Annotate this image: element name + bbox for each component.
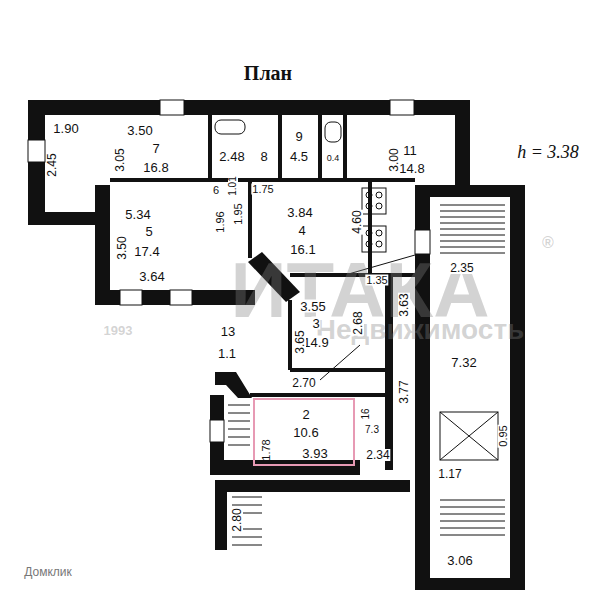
dimension-label: 7: [151, 142, 160, 155]
dimension-label: 1.17: [437, 468, 462, 480]
dimension-label: 7.3: [364, 425, 380, 435]
watermark: Домклик: [24, 566, 72, 578]
walls: [28, 100, 525, 590]
dimension-label: 3.55: [299, 300, 326, 313]
room-label: 3.93: [302, 447, 327, 460]
dimension-label: 7.32: [450, 356, 477, 369]
dimension-label: 13: [220, 325, 236, 338]
dimension-label: 3: [311, 317, 320, 330]
dimension-label: 4.60: [351, 209, 363, 234]
dimension-label: 2.48: [218, 150, 245, 163]
dimension-label: 1.75: [251, 184, 274, 195]
dimension-label: 1.90: [52, 122, 79, 135]
room-label: 10.6: [293, 426, 318, 439]
dimension-label: 9: [294, 130, 303, 143]
watermark: 1993: [104, 324, 133, 337]
room-label: 1.78: [261, 439, 272, 460]
dimension-label: 17.4: [133, 245, 160, 258]
dimension-label: 14.8: [398, 162, 425, 175]
dimension-label: 3.64: [138, 270, 165, 283]
dimension-label: 3.50: [116, 235, 128, 260]
dimension-label: 3.06: [446, 554, 473, 567]
dimension-label: 1.96: [215, 210, 226, 233]
dimension-label: 3.63: [398, 292, 410, 317]
dimension-label: 14.9: [302, 336, 329, 349]
dimension-label: 1.1: [217, 347, 237, 360]
dimension-label: 8: [259, 150, 268, 163]
dimension-label: 4: [297, 224, 306, 237]
dimension-label: 3.65: [294, 329, 306, 354]
dimension-label: 4.5: [289, 150, 309, 163]
watermark: ®: [542, 235, 554, 251]
dimension-label: 2.80: [231, 507, 243, 532]
dimension-label: 1.01: [228, 175, 238, 196]
dimension-label: 2.35: [449, 262, 474, 274]
dimension-label: 3.77: [398, 379, 410, 404]
dimension-label: 2.45: [46, 152, 58, 177]
ceiling-height: h = 3.38: [517, 143, 579, 161]
dimension-label: 5: [144, 225, 153, 238]
dimension-label: 16.1: [289, 243, 316, 256]
dimension-label: 1.35: [365, 275, 388, 286]
watermark: Недвижимость: [316, 316, 525, 344]
dimension-label: 1.95: [233, 202, 244, 225]
dimension-label: 3.50: [126, 124, 153, 137]
dimension-label: 3.84: [286, 206, 313, 219]
plan-title: План: [244, 63, 292, 83]
dimension-label: 0.4: [326, 154, 341, 163]
dimension-label: 2.68: [352, 310, 364, 335]
stairs: [228, 205, 505, 545]
dimension-label: 2.34: [365, 449, 390, 461]
dimension-label: 16: [361, 407, 371, 420]
dimension-label: 0.95: [498, 424, 509, 447]
dimension-label: 3.05: [114, 147, 126, 172]
dimension-label: 3.00: [388, 147, 400, 172]
dimension-label: 2.70: [291, 377, 316, 389]
highlighted-room: 2 10.6 3.93 1.78: [253, 398, 355, 466]
room-label: 2: [302, 408, 309, 421]
dimension-label: 11: [402, 144, 418, 157]
dimension-label: 5.34: [124, 208, 151, 221]
dimension-label: 6: [212, 185, 220, 196]
dimension-label: 16.8: [142, 161, 169, 174]
